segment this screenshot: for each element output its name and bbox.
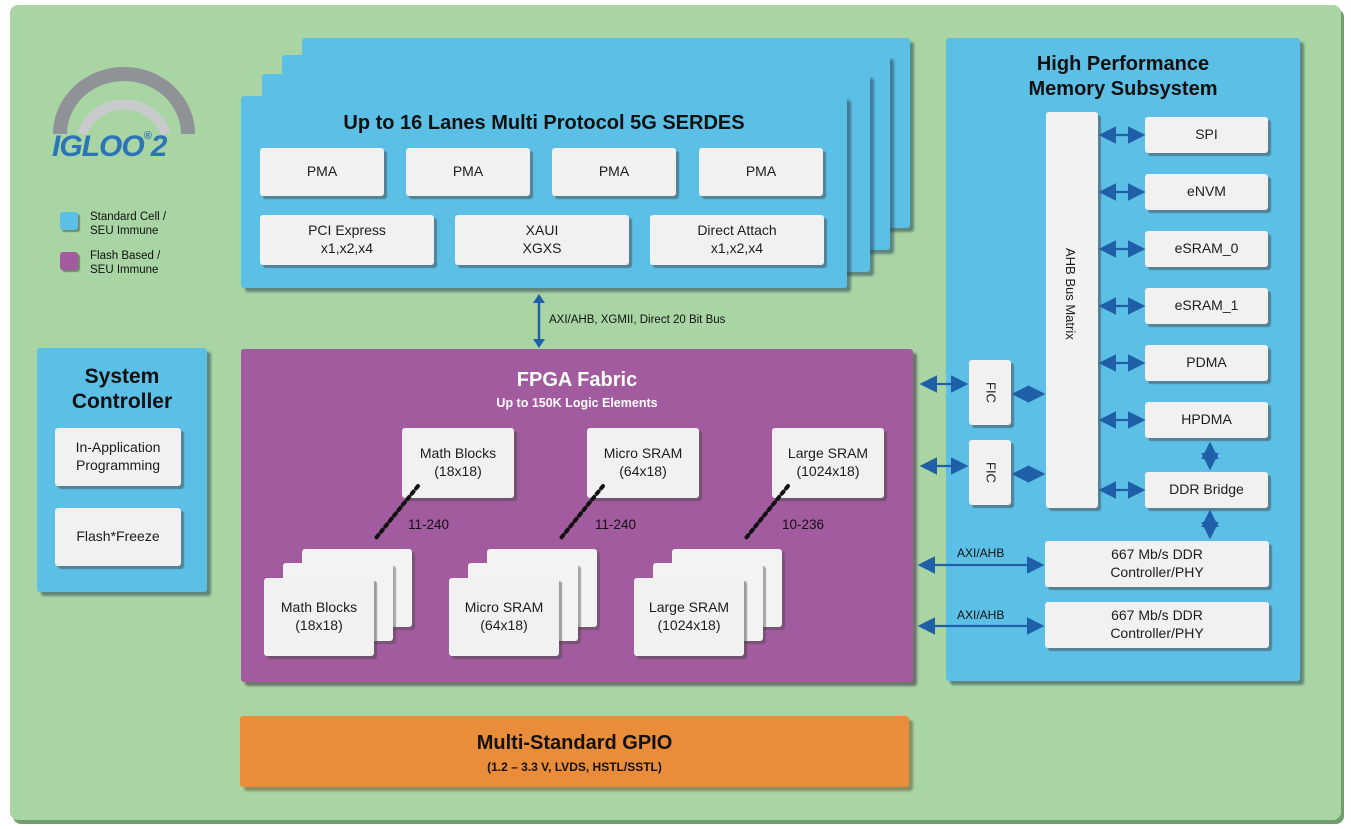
esram0-block: eSRAM_0 [1145, 231, 1268, 267]
large-sram-array-size: (1024x18) [657, 617, 721, 633]
xaui-block: XAUI XGXS [455, 215, 629, 265]
legend-swatch-blue [60, 212, 78, 230]
legend-standard-line1: Standard Cell / [90, 211, 167, 223]
pma-block-4: PMA [699, 148, 823, 196]
spi-block: SPI [1145, 117, 1268, 153]
micro-sram-dotted-link [559, 484, 605, 540]
legend-label-standard: Standard Cell / SEU Immune [90, 210, 166, 238]
serdes-title: Up to 16 Lanes Multi Protocol 5G SERDES [343, 112, 745, 134]
large-sram-array-name: Large SRAM [648, 599, 730, 616]
pci-express-label: PCI Express [308, 222, 386, 239]
flash-freeze-label: Flash*Freeze [76, 528, 160, 545]
legend-flash-line1: Flash Based / [90, 250, 161, 262]
micro-sram-single-name: Micro SRAM [603, 445, 683, 462]
direct-attach-label: Direct Attach [697, 222, 777, 239]
math-single-size: (18x18) [434, 463, 482, 479]
micro-sram-array-size: (64x18) [480, 617, 528, 633]
pma-block-1: PMA [260, 148, 384, 196]
pdma-block: PDMA [1145, 345, 1268, 381]
math-range-label: 11-240 [408, 517, 450, 532]
fic-1-label: FIC [983, 382, 999, 403]
ddr-2-line2: Controller/PHY [1110, 625, 1204, 641]
logo-suffix: 2 [150, 130, 168, 163]
micro-sram-range-label: 11-240 [595, 517, 637, 532]
direct-attach-lanes: x1,x2,x4 [710, 240, 764, 256]
large-sram-dotted-link [744, 484, 790, 540]
ddr-1-bus-label: AXI/AHB [957, 546, 1005, 560]
igloo-logo: IGLOO®2 [52, 130, 168, 164]
large-sram-range-label: 10-236 [782, 517, 825, 532]
in-application-programming-block: In-Application Programming [55, 428, 181, 486]
legend-flash-line2: SEU Immune [90, 264, 159, 276]
hpdma-block: HPDMA [1145, 402, 1268, 438]
ddr-2-line1: 667 Mb/s DDR [1111, 607, 1203, 624]
flash-freeze-block: Flash*Freeze [55, 508, 181, 566]
ddr-2-bus-label: AXI/AHB [957, 608, 1005, 622]
ahb-bus-matrix-label: AHB Bus Matrix [1063, 248, 1078, 340]
math-array-name: Math Blocks [280, 599, 358, 616]
ddr-1-line1: 667 Mb/s DDR [1111, 546, 1203, 563]
xgxs-label: XGXS [522, 240, 562, 256]
serdes-block: Up to 16 Lanes Multi Protocol 5G SERDES … [241, 96, 847, 288]
pci-express-lanes: x1,x2,x4 [320, 240, 374, 256]
large-sram-single-size: (1024x18) [796, 463, 860, 479]
ddr-1-line2: Controller/PHY [1110, 564, 1204, 580]
gpio-block: Multi-Standard GPIO (1.2 – 3.3 V, LVDS, … [240, 716, 909, 787]
envm-block: eNVM [1145, 174, 1268, 210]
micro-sram-array: Micro SRAM (64x18) [449, 578, 559, 656]
gpio-subtitle: (1.2 – 3.3 V, LVDS, HSTL/SSTL) [487, 760, 662, 774]
micro-sram-single: Micro SRAM (64x18) [587, 428, 699, 498]
iap-line1: In-Application [75, 439, 161, 456]
micro-sram-array-name: Micro SRAM [464, 599, 544, 616]
math-block-single: Math Blocks (18x18) [402, 428, 514, 498]
serdes-fabric-arrow [533, 294, 545, 348]
legend-standard-line2: SEU Immune [90, 225, 159, 237]
ddr-bridge-block: DDR Bridge [1145, 472, 1268, 508]
math-dotted-link [374, 484, 420, 540]
xaui-label: XAUI [525, 222, 559, 239]
memory-title-line2: Memory Subsystem [1028, 78, 1218, 100]
logo-text: IGLOO [52, 130, 145, 163]
serdes-bus-label: AXI/AHB, XGMII, Direct 20 Bit Bus [549, 314, 726, 326]
esram1-block: eSRAM_1 [1145, 288, 1268, 324]
ahb-bus-matrix: AHB Bus Matrix [1046, 112, 1098, 508]
large-sram-single: Large SRAM (1024x18) [772, 428, 884, 498]
system-controller-title-line1: System [84, 365, 160, 388]
math-blocks-array: Math Blocks (18x18) [264, 578, 374, 656]
igloo-arc-graphic [53, 67, 195, 136]
fic-block-2: FIC [969, 440, 1011, 505]
memory-title-line1: High Performance [1036, 53, 1210, 75]
large-sram-single-name: Large SRAM [787, 445, 869, 462]
pma-block-3: PMA [552, 148, 676, 196]
pma-block-2: PMA [406, 148, 530, 196]
system-controller-title: System Controller [37, 364, 207, 414]
legend-swatch-purple [60, 252, 78, 270]
memory-subsystem-title: High Performance Memory Subsystem [946, 52, 1300, 102]
fabric-subtitle: Up to 150K Logic Elements [496, 396, 658, 410]
fabric-title: FPGA Fabric [516, 369, 638, 391]
large-sram-array: Large SRAM (1024x18) [634, 578, 744, 656]
legend-label-flash: Flash Based / SEU Immune [90, 249, 160, 277]
fic-2-label: FIC [983, 462, 999, 483]
direct-attach-block: Direct Attach x1,x2,x4 [650, 215, 824, 265]
math-single-name: Math Blocks [419, 445, 497, 462]
pci-express-block: PCI Express x1,x2,x4 [260, 215, 434, 265]
system-controller-block: System Controller In-Application Program… [37, 348, 207, 592]
math-array-size: (18x18) [295, 617, 343, 633]
iap-line2: Programming [75, 457, 161, 473]
ddr-controller-2: 667 Mb/s DDR Controller/PHY [1045, 602, 1269, 648]
micro-sram-single-size: (64x18) [619, 463, 667, 479]
system-controller-title-line2: Controller [71, 390, 173, 413]
logo-registered: ® [143, 130, 152, 142]
fic-block-1: FIC [969, 360, 1011, 425]
gpio-title: Multi-Standard GPIO [476, 732, 673, 754]
ddr-controller-1: 667 Mb/s DDR Controller/PHY [1045, 541, 1269, 587]
